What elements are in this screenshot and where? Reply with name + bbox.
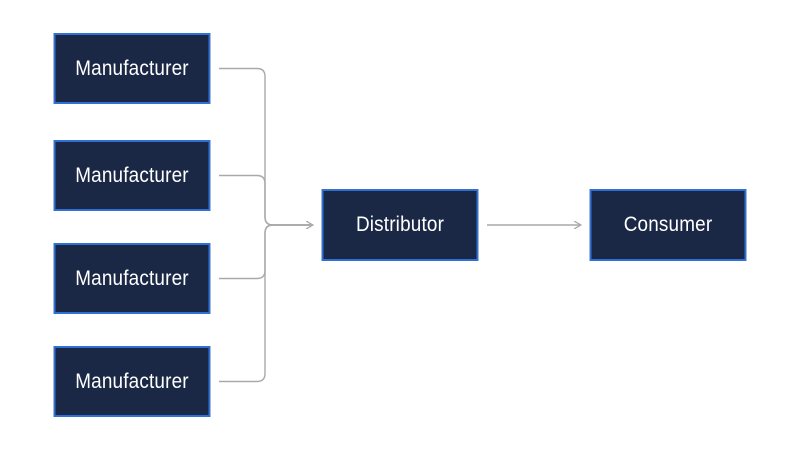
distributor-label: Distributor — [355, 213, 445, 236]
distributor-node: Distributor — [321, 189, 479, 261]
consumer-node: Consumer — [589, 189, 747, 261]
connector-manufacturer-2 — [219, 174, 312, 226]
manufacturer-label: Manufacturer — [75, 56, 189, 80]
manufacturer-label: Manufacturer — [75, 369, 189, 393]
manufacturer-node-4: Manufacturer — [53, 346, 211, 417]
connector-manufacturer-4 — [219, 224, 312, 383]
manufacturer-node-2: Manufacturer — [53, 140, 211, 211]
manufacturer-node-3: Manufacturer — [53, 243, 211, 314]
manufacturer-label: Manufacturer — [75, 163, 189, 187]
consumer-label: Consumer — [623, 213, 713, 236]
manufacturer-node-1: Manufacturer — [53, 33, 211, 104]
manufacturer-label: Manufacturer — [75, 266, 189, 290]
